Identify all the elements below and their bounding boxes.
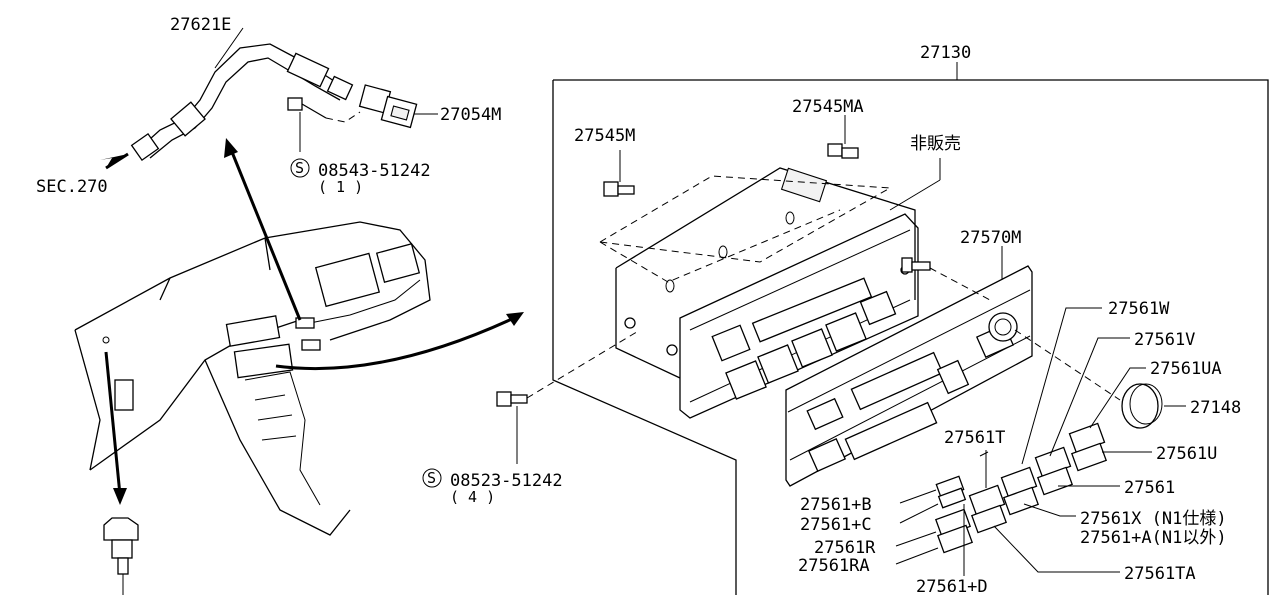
label-clip-ma: 27545MA (792, 97, 864, 117)
clip-27545ma (827, 115, 859, 159)
label-section-ref: SEC.270 (36, 177, 108, 197)
label-finisher: 27570M (960, 228, 1021, 248)
label-clip-m: 27545M (574, 126, 635, 146)
assembly-frame (552, 62, 1269, 595)
dashboard-sketch (74, 221, 431, 536)
callout-labels: 27621E 27130 27054M S 08543-51242 ( 1 ) … (36, 15, 1241, 595)
label-knob-r: 27561R (814, 538, 876, 558)
label-knob-b: 27561+B (800, 495, 872, 515)
screw-top-part (287, 97, 361, 152)
label-screw-top: 08543-51242 (318, 161, 431, 181)
label-screw-top-qty: ( 1 ) (318, 178, 363, 196)
bracket-outline (598, 175, 892, 293)
s-circle-icon (422, 468, 442, 488)
label-screw-bottom: 08523-51242 (450, 471, 563, 491)
dial-guide (1014, 329, 1121, 401)
pointer-arrows (224, 138, 524, 371)
label-sensor: 27054M (440, 105, 501, 125)
label-knob-w: 27561W (1108, 299, 1170, 319)
label-knob-ua: 27561UA (1150, 359, 1222, 379)
clip-27545m (603, 150, 635, 197)
screw-bottom-part (496, 329, 641, 464)
label-screw-bottom-qty: ( 4 ) (450, 488, 495, 506)
label-knob-ta: 27561TA (1124, 564, 1196, 584)
label-dial: 27148 (1190, 398, 1241, 418)
label-knob-a: 27561+A(N1以外) (1080, 528, 1227, 548)
label-knob-v: 27561V (1134, 330, 1195, 350)
section-arrow (100, 152, 129, 170)
label-knob-x: 27561X (N1仕様) (1080, 509, 1227, 529)
s-symbol-top: S (295, 159, 304, 177)
control-unit (615, 167, 919, 419)
hose-part (130, 43, 354, 162)
label-knob-d: 27561+D (916, 577, 988, 595)
label-hose: 27621E (170, 15, 231, 35)
label-knob-t: 27561T (944, 428, 1005, 448)
knob-leaders (895, 307, 1152, 576)
label-assembly: 27130 (920, 43, 971, 63)
s-symbol-bottom: S (427, 469, 436, 487)
leader-lines (214, 27, 1003, 280)
screw-right (901, 257, 991, 301)
sensor-part (358, 84, 438, 129)
clip-part (103, 517, 139, 595)
label-knob-u: 27561U (1156, 444, 1217, 464)
label-knob-c: 27561+C (800, 515, 872, 535)
s-circle-icon (290, 158, 310, 178)
finisher-panel (785, 265, 1033, 487)
dial-part (1121, 383, 1186, 429)
label-not-sold: 非販売 (910, 134, 961, 154)
label-knob: 27561 (1124, 478, 1175, 498)
label-knob-ra: 27561RA (798, 556, 870, 576)
knob-cluster (934, 422, 1108, 554)
